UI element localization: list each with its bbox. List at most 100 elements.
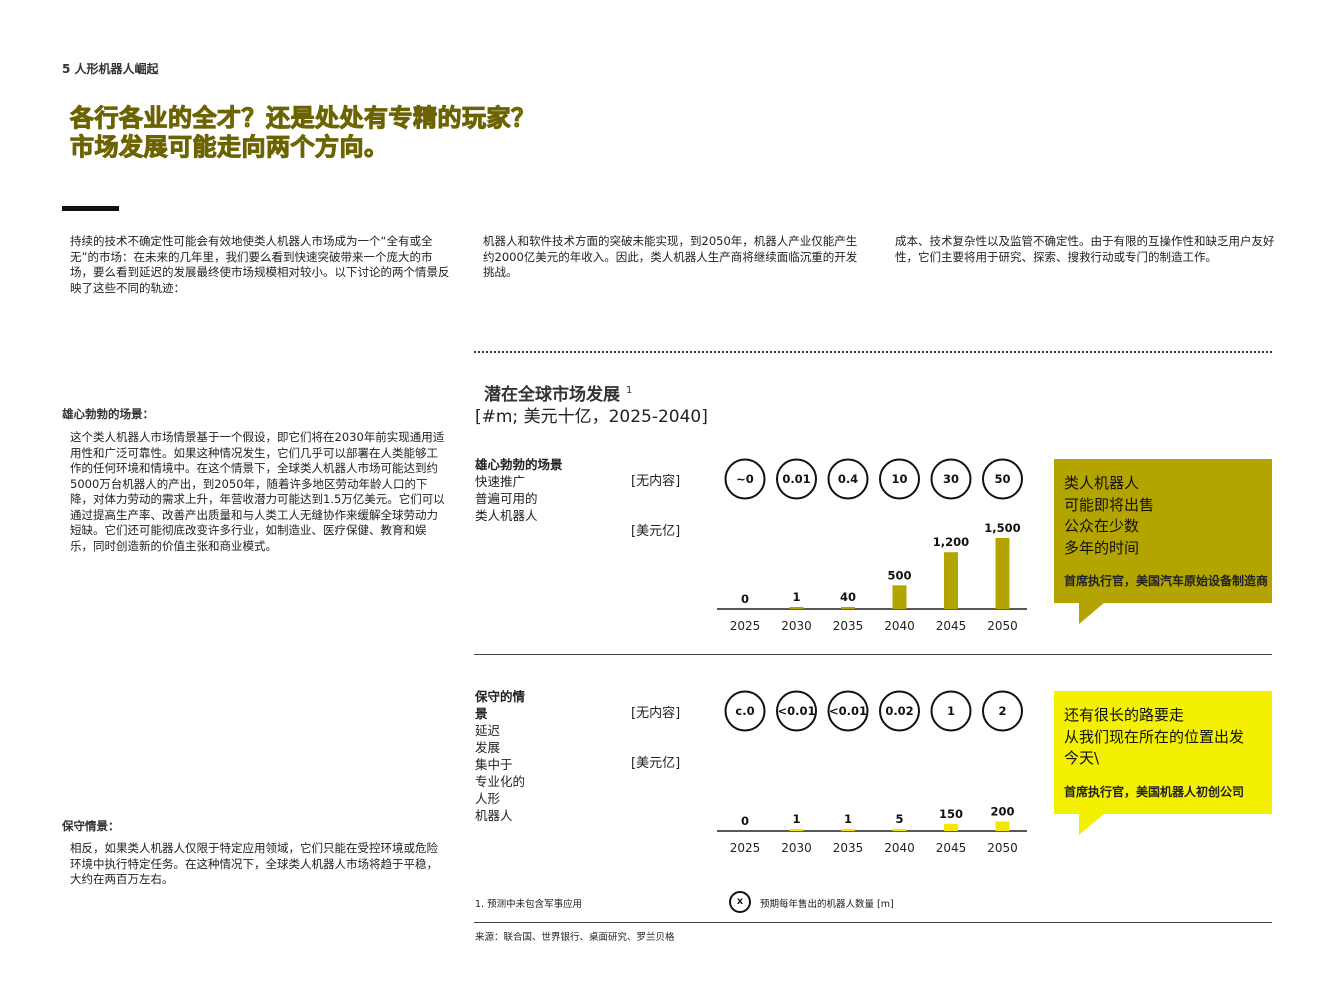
revenue-bar (995, 821, 1010, 831)
x-tick-label: 2030 (781, 619, 812, 633)
units-sold-circle (930, 458, 972, 500)
x-tick-label: 2040 (884, 841, 915, 855)
x-tick-label: 2030 (781, 841, 812, 855)
scenario-desc-line: 集中于 (475, 757, 513, 772)
quote-tail (1079, 814, 1104, 835)
quote-line: 公众在少数 (1064, 517, 1140, 535)
units-sold-circle (982, 690, 1023, 732)
quote-tail (1079, 603, 1104, 624)
units-sold-circle (724, 458, 766, 500)
bar-value-label: 40 (840, 590, 856, 604)
revenue-bar (892, 829, 907, 831)
units-sold-circle (879, 690, 920, 732)
row-label-units: [无内容] (631, 706, 681, 721)
x-tick-label: 2025 (730, 619, 761, 633)
units-sold-label: 2 (998, 704, 1006, 718)
revenue-bar (789, 607, 804, 609)
chart-subtitle: [#m; 美元十亿，2025-2040] (475, 407, 708, 427)
x-tick-label: 2050 (987, 619, 1018, 633)
x-tick-label: 2040 (884, 619, 915, 633)
bar-value-label: 200 (990, 805, 1014, 819)
quote-box-ceo-robotics-startup: 还有很长的路要走 从我们现在所在的位置出发 今天\ 首席执行官，美国机器人初创公… (1054, 691, 1272, 814)
units-sold-circle (827, 458, 869, 500)
units-sold-label: 0.01 (782, 472, 810, 486)
units-sold-circle (724, 690, 766, 732)
ambitious-scenario-label: 雄心勃勃的场景 快速推广 普遍可用的 类人机器人 (475, 456, 563, 524)
scenario-desc-line: 机器人 (475, 808, 513, 823)
revenue-bar (995, 538, 1010, 609)
dotted-divider (474, 351, 1272, 353)
scenario-desc-line: 类人机器人 (475, 508, 538, 523)
quote-line: 还有很长的路要走 (1064, 706, 1185, 724)
bar-value-label: 1 (792, 590, 800, 604)
row-label-revenue: [美元亿] (631, 524, 681, 539)
quote-author: 首席执行官，美国汽车原始设备制造商 (1064, 574, 1269, 588)
ambitious-heading: 雄心勃勃的场景： (62, 407, 154, 421)
scenario-title: 雄心勃勃的场景 (475, 457, 563, 472)
headline-line-1: 各行各业的全才？还是处处有专精的玩家？ (70, 104, 536, 133)
footnote: 1. 预测中未包含军事应用 (475, 899, 583, 910)
x-tick-label: 2035 (833, 841, 864, 855)
bar-value-label: 150 (939, 807, 963, 821)
revenue-bar (944, 552, 958, 609)
units-sold-circle (827, 690, 869, 732)
x-tick-label: 2045 (936, 841, 967, 855)
revenue-bar (892, 585, 907, 609)
units-sold-circle (776, 690, 817, 732)
bar-value-label: 1,500 (984, 521, 1020, 535)
x-tick-label: 2050 (987, 841, 1018, 855)
conservative-text: 相反，如果类人机器人仅限于特定应用领域，它们只能在受控环境或危险环境中执行特定任… (70, 841, 438, 886)
source-note: 来源：联合国、世界银行、桌面研究、罗兰贝格 (475, 932, 675, 943)
intro-column-1: 持续的技术不确定性可能会有效地使类人机器人市场成为一个“全有或全无”的市场：在未… (70, 234, 450, 295)
footer-divider (474, 922, 1272, 923)
units-sold-label: 50 (994, 472, 1010, 486)
quote-author: 首席执行官，美国机器人初创公司 (1064, 784, 1245, 799)
units-sold-label: <0.01 (829, 704, 867, 718)
units-sold-circle (982, 458, 1023, 500)
bar-value-label: 0 (741, 814, 749, 828)
units-sold-label: 0.4 (838, 472, 858, 486)
bar-value-label: 5 (895, 812, 903, 826)
units-sold-label: c.0 (735, 704, 754, 718)
title-rule (62, 206, 119, 211)
units-sold-label: 30 (943, 472, 959, 486)
scenario-desc-line: 快速推广 (475, 474, 526, 489)
headline-line-2: 市场发展可能走向两个方向。 (70, 133, 389, 162)
scenario-title: 保守的情景 (475, 689, 526, 721)
scenario-desc-line: 延迟 (475, 723, 501, 738)
conservative-heading: 保守情景： (62, 819, 120, 833)
revenue-bar (841, 829, 855, 831)
bar-value-label: 0 (741, 592, 749, 606)
scenario-desc-line: 人形 (475, 791, 501, 806)
bar-value-label: 1 (844, 812, 852, 826)
revenue-bar (789, 829, 804, 831)
units-sold-circle (776, 458, 817, 500)
revenue-bar (944, 823, 958, 831)
units-sold-label: ~0 (736, 472, 754, 486)
quote-line: 多年的时间 (1064, 538, 1140, 557)
x-tick-label: 2045 (936, 619, 967, 633)
quote-line: 今天\ (1064, 749, 1100, 767)
legend-units-circle: x (729, 891, 751, 913)
row-label-revenue: [美元亿] (631, 756, 681, 771)
units-sold-label: 1 (947, 704, 955, 718)
units-sold-label: 0.02 (885, 704, 913, 718)
scenario-divider (474, 654, 1272, 655)
scenario-desc-line: 专业化的 (475, 774, 526, 789)
bar-value-label: 500 (887, 568, 911, 582)
intro-column-2: 机器人和软件技术方面的突破未能实现，到2050年，机器人产业仅能产生约2000亿… (483, 234, 858, 279)
scenario-desc-line: 普遍可用的 (475, 491, 538, 506)
legend-text: 预期每年售出的机器人数量 [m] (760, 899, 894, 910)
bar-value-label: 1,200 (933, 535, 969, 549)
page-headline: 各行各业的全才？还是处处有专精的玩家？ 市场发展可能走向两个方向。 (70, 104, 690, 162)
row-label-units: [无内容] (631, 474, 681, 489)
units-sold-label: 10 (891, 472, 907, 486)
section-tag: 5 人形机器人崛起 (62, 62, 159, 76)
bar-value-label: 1 (792, 812, 800, 826)
ambitious-text: 这个类人机器人市场情景基于一个假设，即它们将在2030年前实现通用适用性和广泛可… (70, 430, 445, 553)
intro-column-3: 成本、技术复杂性以及监管不确定性。由于有限的互操作性和缺乏用户友好性，它们主要将… (895, 234, 1275, 264)
quote-line: 类人机器人 (1064, 474, 1140, 492)
